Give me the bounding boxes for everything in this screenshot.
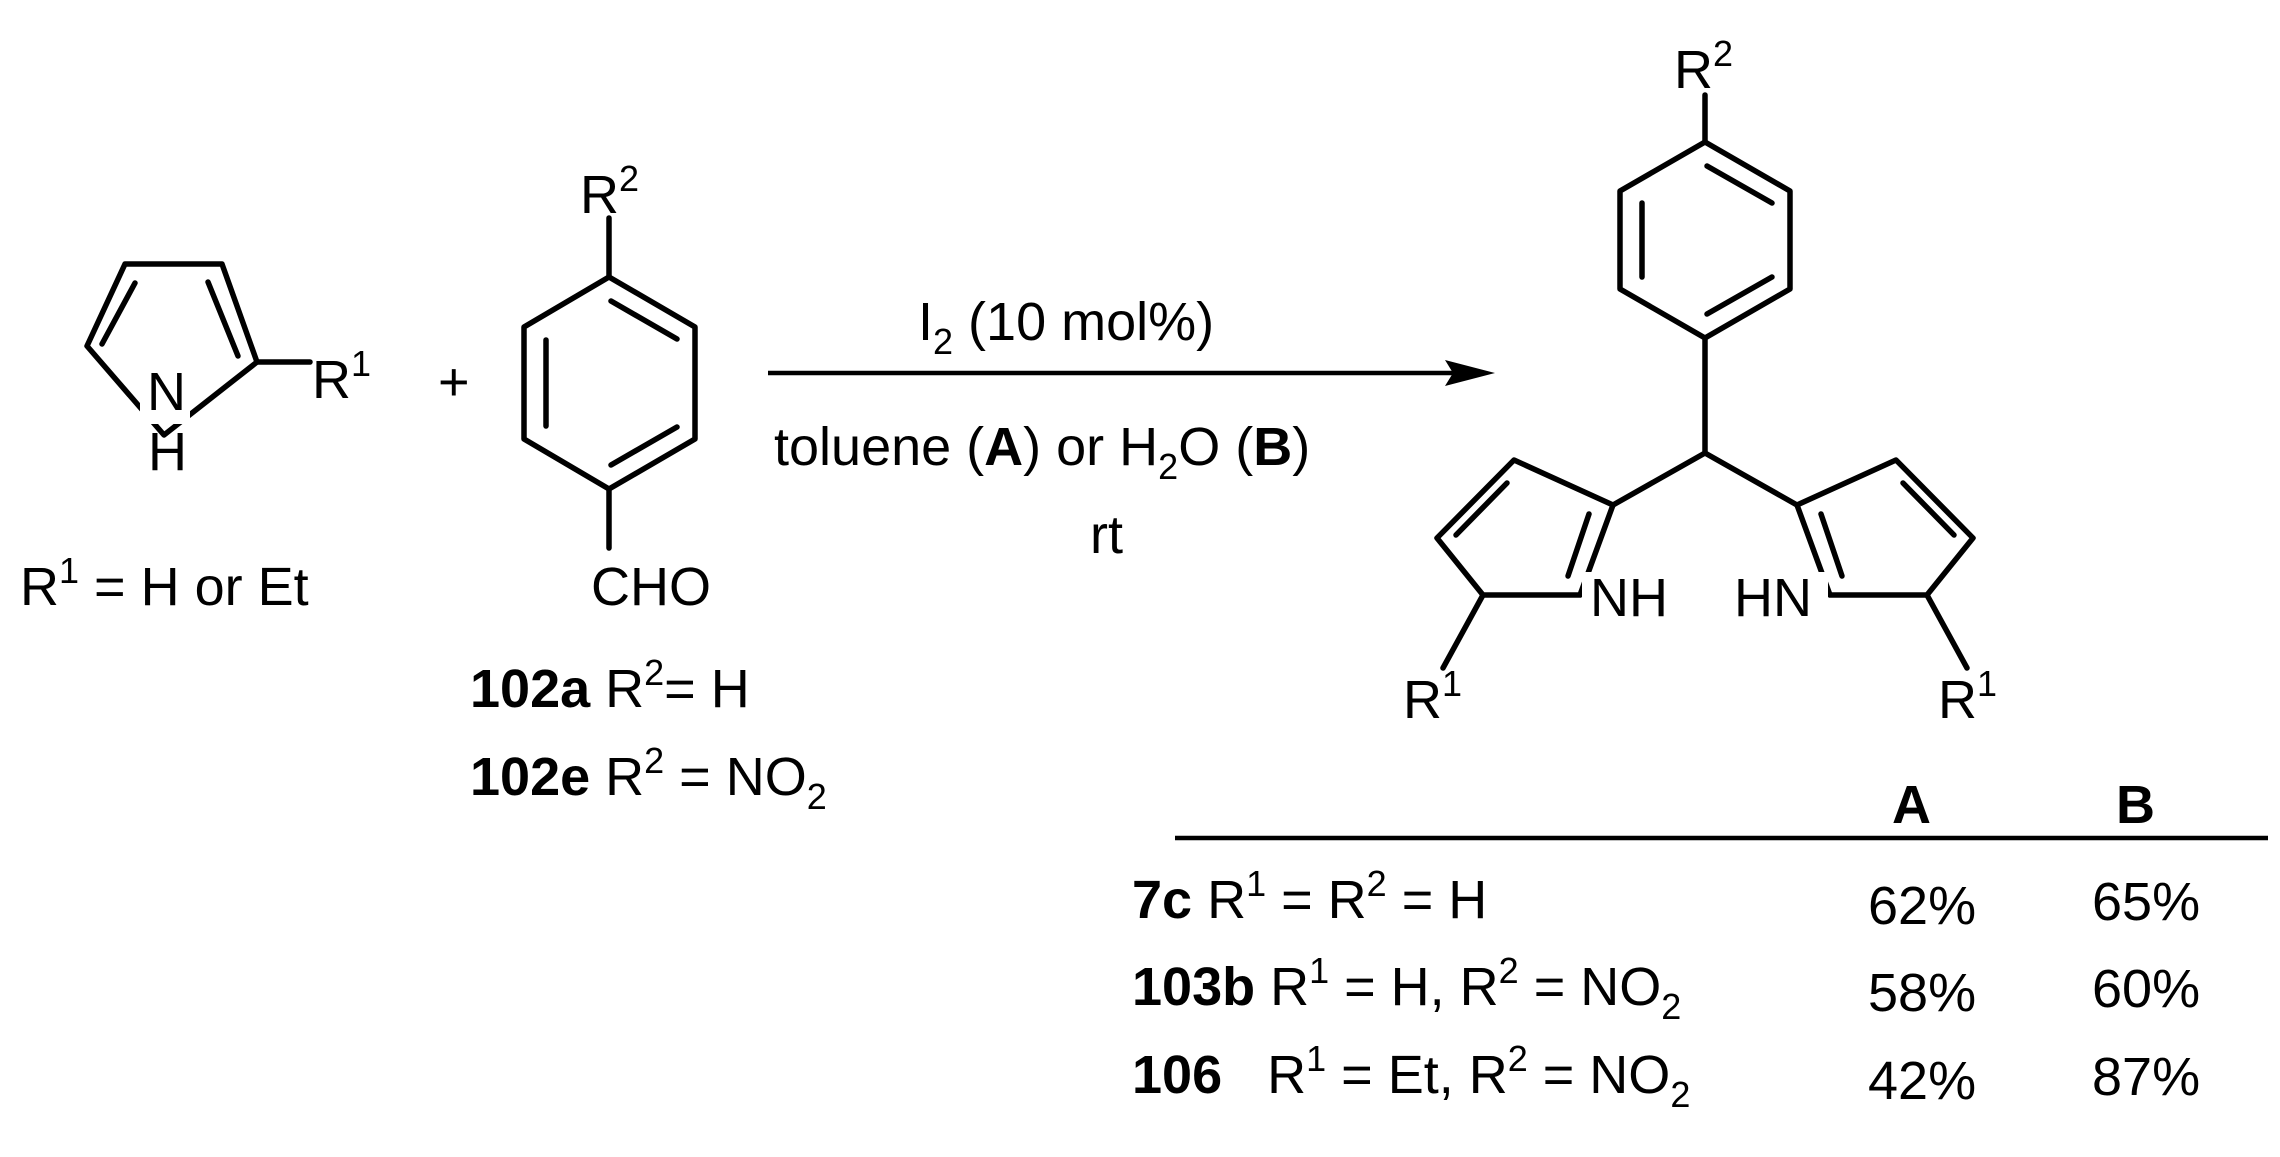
r1-definition: R1 = H or Et [20, 550, 309, 617]
right-hn-label: HN [1734, 568, 1812, 628]
product-r2-label: R2 [1674, 33, 1733, 100]
right-r1-label: R1 [1938, 663, 1997, 730]
pyrrole-r1-label: R1 [312, 343, 371, 410]
left-nh-label: NH [1590, 568, 1668, 628]
yield-table: A B 7c R1 = R2 = H 62% 65% 103b R1 = H, R2 … [1132, 775, 2268, 1115]
reaction-arrow [768, 360, 1495, 386]
solvent-label: toluene (A) or H2O (B) [774, 417, 1310, 487]
pyrrole-structure: N H R1 [84, 261, 371, 482]
yield-b-cell: 65% [2092, 872, 2200, 932]
left-r1-label: R1 [1403, 663, 1462, 730]
dipyrromethane-structure: R2 NH HN R1 R1 [1403, 33, 1997, 730]
yield-b-cell: 60% [2092, 959, 2200, 1019]
column-a-header: A [1892, 775, 1931, 835]
pyrrole-h-label: H [148, 422, 187, 482]
cho-label: CHO [591, 557, 711, 617]
table-row-label: 106 R1 = Et, R2 = NO2 [1132, 1038, 1690, 1115]
yield-a-cell: 42% [1868, 1051, 1976, 1111]
catalyst-label: I2 (10 mol%) [918, 292, 1214, 362]
benzaldehyde-r2-label: R2 [580, 158, 639, 225]
yield-b-cell: 87% [2092, 1047, 2200, 1107]
benzaldehyde-structure: R2 CHO [521, 158, 711, 617]
compound-102a-label: 102a R2= H [470, 652, 750, 719]
table-rows: 7c R1 = R2 = H 62% 65% 103b R1 = H, R2 = NO… [1132, 863, 2200, 1115]
table-row-label: 103b R1 = H, R2 = NO2 [1132, 950, 1681, 1027]
compound-102e-label: 102e R2 = NO2 [470, 740, 827, 817]
table-row-label: 7c R1 = R2 = H [1132, 863, 1487, 930]
plus-sign: + [438, 352, 470, 412]
temperature-label: rt [1090, 505, 1123, 565]
column-b-header: B [2116, 775, 2155, 835]
pyrrole-n-label: N [147, 362, 186, 422]
yield-a-cell: 58% [1868, 963, 1976, 1023]
yield-a-cell: 62% [1868, 876, 1976, 936]
